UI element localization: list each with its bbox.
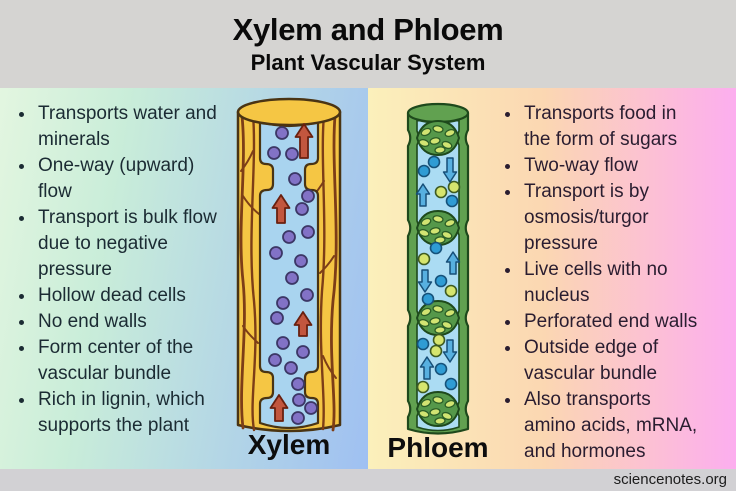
phloem-flow-arrows	[415, 157, 461, 380]
page-subtitle: Plant Vascular System	[250, 50, 486, 76]
phloem-facts-list: Transports food in the form of sugars Tw…	[500, 101, 702, 465]
list-item: Rich in lignin, which supports the plant	[36, 387, 224, 439]
xylem-label: Xylem	[247, 429, 331, 460]
phloem-solute-dots-blue	[416, 155, 459, 391]
phloem-illustration	[406, 102, 470, 435]
phloem-solute-dots-yellow	[416, 180, 461, 394]
page-title: Xylem and Phloem	[232, 12, 504, 48]
xylem-vein-lines	[239, 112, 338, 432]
header: Xylem and Phloem Plant Vascular System	[0, 0, 736, 88]
list-item: Hollow dead cells	[36, 283, 224, 309]
list-item: Transports food in the form of sugars	[522, 101, 702, 153]
list-item: Transport is bulk flow due to negative p…	[36, 205, 224, 283]
xylem-up-arrows	[269, 123, 314, 422]
xylem-solute-dots	[267, 126, 318, 425]
site-credit: sciencenotes.org	[613, 471, 727, 488]
list-item: Also transports amino acids, mRNA, and h…	[522, 387, 702, 465]
xylem-top-rim	[236, 97, 342, 127]
xylem-facts-list: Transports water and minerals One-way (u…	[14, 101, 224, 439]
list-item: No end walls	[36, 309, 224, 335]
list-item: Form center of the vascular bundle	[36, 335, 224, 387]
list-item: Perforated end walls	[522, 309, 702, 335]
list-item: Transports water and minerals	[36, 101, 224, 153]
phloem-label: Phloem	[387, 432, 489, 463]
xylem-illustration	[236, 97, 342, 433]
footer: sciencenotes.org	[0, 469, 736, 491]
list-item: One-way (upward) flow	[36, 153, 224, 205]
list-item: Transport is by osmosis/turgor pressure	[522, 179, 702, 257]
phloem-top-rim	[406, 102, 470, 124]
list-item: Two-way flow	[522, 153, 702, 179]
list-item: Outside edge of vascular bundle	[522, 335, 702, 387]
list-item: Live cells with no nucleus	[522, 257, 702, 309]
